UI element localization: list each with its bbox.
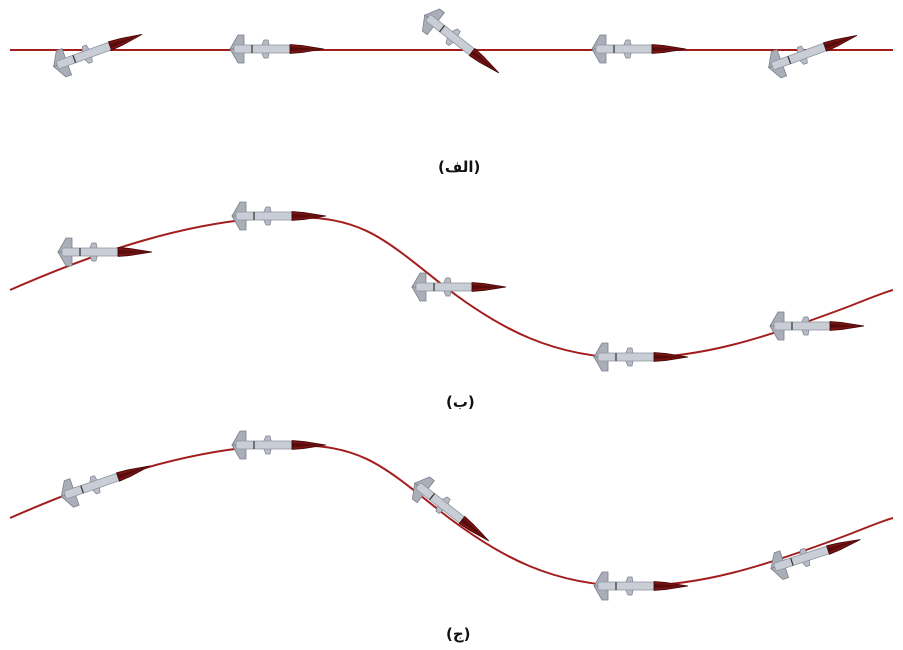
panel-b-caption: (ب)	[446, 393, 475, 411]
panel-c-rocket-2	[231, 430, 327, 460]
panel-a-rocket-5	[763, 21, 863, 82]
panel-c-rocket-4	[593, 571, 689, 601]
panel-c-trajectory	[9, 443, 894, 588]
panel-c-caption: (ج)	[446, 625, 471, 643]
panel-c-rocket-3	[405, 471, 499, 553]
panel-a-rocket-2	[229, 34, 325, 64]
panel-b	[9, 201, 894, 372]
panel-a-caption: (الف)	[438, 158, 481, 176]
panel-a	[10, 3, 893, 85]
panel-b-rocket-5	[769, 311, 865, 341]
panel-c-rocket-1	[56, 452, 156, 511]
panel-c	[9, 430, 894, 601]
panel-a-rocket-4	[591, 34, 687, 64]
panel-b-rocket-2	[231, 201, 327, 231]
panel-a-rocket-3	[415, 3, 509, 85]
panel-b-trajectory	[9, 215, 894, 360]
panel-b-rocket-4	[593, 342, 689, 372]
